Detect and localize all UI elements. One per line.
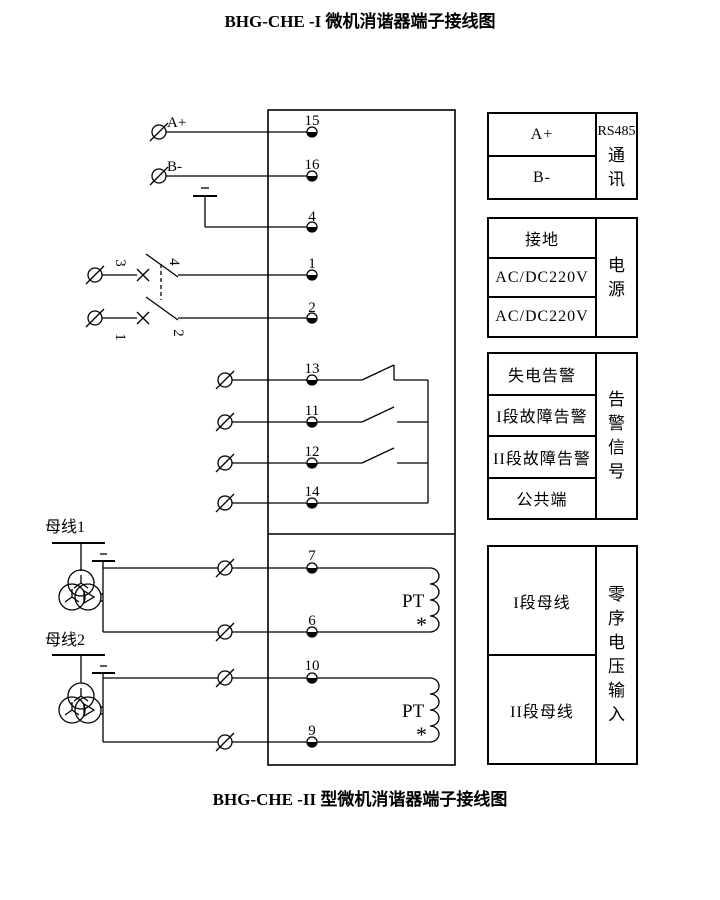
pt2-polarity-mark: * [416,722,427,747]
ground-icon [193,187,312,228]
label-bus1: 母线1 [45,519,86,536]
terminal-label-1: 1 [308,256,316,272]
voltage-transformer1-icon [58,569,103,611]
pt1-polarity-mark: * [416,612,427,637]
voltage-input-table: I段母线 II段母线 零 序 电 压 输 入 [487,545,638,765]
terminal-label-9: 9 [308,723,316,739]
pt2-winding-icon [429,677,440,743]
alarm-contacts [232,364,429,504]
busbar1 [52,542,105,571]
switch-contacts [102,253,312,325]
cell-section2-bus: II段母线 [510,703,574,721]
cell-a-plus: A+ [489,114,595,157]
label-bus2: 母线2 [45,632,86,649]
cell-power-loss-alarm: 失电告警 [489,354,595,396]
ground2-icon [92,665,115,742]
alarm-table: 失电告警 I段故障告警 II段故障告警 公共端 告 警 信 号 [487,352,638,520]
label-a-plus: A+ [167,115,187,131]
terminal-label-11: 11 [304,403,320,419]
terminal-label-10: 10 [304,658,320,674]
wires-bus1-to-pt1 [103,567,430,633]
label-pt2: PT [402,701,425,722]
cell-acdc220v-1: AC/DC220V [489,259,595,299]
cell-acdc220v-2: AC/DC220V [495,308,589,326]
voltage-transformer2-icon [58,682,103,724]
terminal-label-2: 2 [308,300,316,316]
switch-label-2: 2 [170,329,186,337]
power-side-label: 电 源 [595,219,636,336]
connector-terminal-icons [85,122,235,752]
wires-bus2-to-pt2 [103,677,430,743]
ground1-icon [92,553,115,632]
label-pt1: PT [402,591,425,612]
terminal-label-15: 15 [304,113,320,129]
switch-label-1: 1 [112,333,128,341]
cell-common-terminal: 公共端 [516,492,568,510]
terminal-label-14: 14 [304,484,320,500]
pt1-winding-icon [429,567,440,633]
voltage-side-label: 零 序 电 压 输 入 [595,547,636,763]
rs485-side-label: RS485 通 讯 [595,114,636,198]
cell-b-minus: B- [533,168,551,186]
rs485-table: A+ B- RS485 通 讯 [487,112,638,200]
switch-label-4: 4 [166,258,182,266]
main-terminal-box [267,109,456,766]
terminal-label-16: 16 [304,157,320,173]
switch-label-3: 3 [112,259,128,267]
terminal-dot-icons [306,126,318,748]
page-title-top: BHG-CHE -I 微机消谐器端子接线图 [224,12,496,31]
page-title-bottom: BHG-CHE -II 型微机消谐器端子接线图 [212,790,508,809]
terminal-label-12: 12 [304,444,320,460]
power-table: 接地 AC/DC220V AC/DC220V 电 源 [487,217,638,338]
busbar2 [52,654,105,683]
cell-section2-fault-alarm: II段故障告警 [489,437,595,479]
cell-ground: 接地 [489,219,595,259]
cell-section1-fault-alarm: I段故障告警 [489,396,595,437]
terminal-label-6: 6 [308,613,316,629]
terminal-label-7: 7 [308,548,316,564]
label-b-minus: B- [167,159,182,175]
terminal-label-4: 4 [308,209,316,225]
alarm-side-label: 告 警 信 号 [595,354,636,518]
cell-section1-bus: I段母线 [489,547,595,656]
terminal-label-13: 13 [304,361,320,377]
